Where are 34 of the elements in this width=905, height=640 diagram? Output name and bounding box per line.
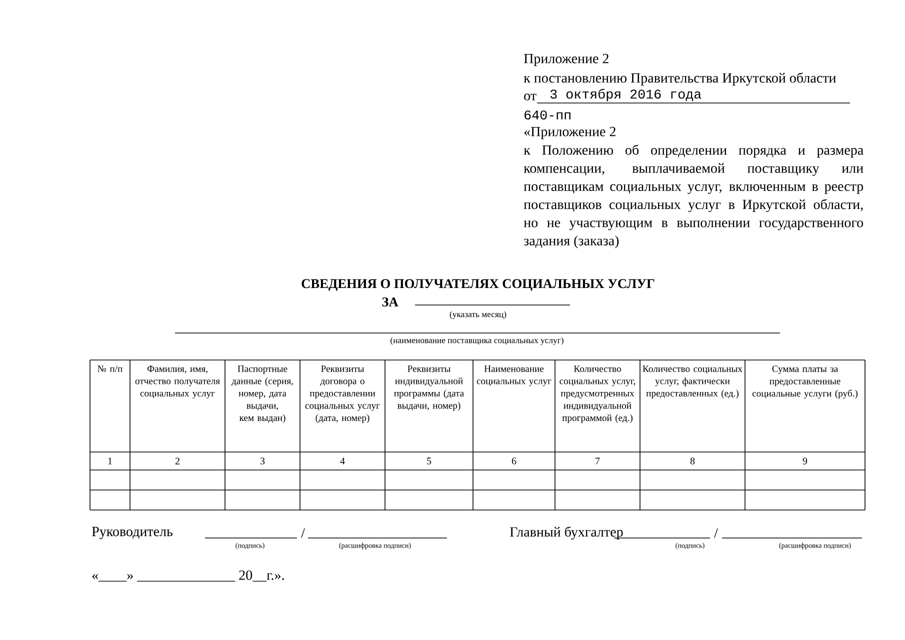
signature-label: Главный бухгалтер (510, 526, 623, 540)
annex-text: от (524, 94, 536, 100)
field-caption: (наименование поставщика социальных услуг) (390, 337, 564, 345)
column-number: 2 (175, 458, 180, 464)
date-text: 3 октября 2016 года (550, 88, 702, 102)
field-caption: (указать месяц) (450, 311, 506, 319)
annex-heading: Приложение 2 (524, 54, 608, 66)
annex-paragraph: к Положению об определении порядка и размера компенсации, выплачиваемой поставщику или поставщикам социальных услуг, включенным в реестр поставщиков социальных услуг в Иркутской области, но не участвующим в выполнении государственного задания (заказа) (524, 144, 864, 248)
date-line-text: «____» ______________ 20__г.». (92, 570, 284, 582)
column-header: Количество социальных услуг, фактически предоставленных (ед.) (642, 366, 742, 398)
annex-heading: «Приложение 2 (524, 126, 616, 140)
column-header: Количество социальных услуг, предусмотренных индивидуальной программой (ед.) (560, 366, 636, 423)
slash: / (301, 528, 305, 538)
column-number: 9 (802, 458, 808, 464)
number-text: 640-пп (524, 110, 570, 120)
column-number: 6 (512, 458, 516, 464)
column-header: № п/п (98, 366, 122, 372)
column-number: 8 (690, 458, 695, 464)
form-title: СВЕДЕНИЯ О ПОЛУЧАТЕЛЯХ СОЦИАЛЬНЫХ УСЛУГ (302, 279, 654, 291)
signature-label: Руководитель (92, 526, 172, 540)
annex-text: к постановлению Правительства Иркутской области (524, 72, 836, 86)
column-header: Реквизиты индивидуальной программы (дата выдачи, номер) (394, 366, 464, 411)
period-label: ЗА (382, 298, 398, 306)
column-number: 1 (108, 458, 112, 464)
column-header: Реквизиты договора о предоставлении социальных услуг (дата, номер) (305, 366, 380, 423)
slash: / (714, 528, 718, 538)
column-number: 4 (340, 458, 345, 464)
column-header: Сумма платы за предоставленные социальные услуги (руб.) (752, 366, 858, 399)
column-header: Паспортные данные (серия, номер, дата выдачи, кем выдан) (232, 366, 293, 423)
column-number: 7 (596, 458, 600, 464)
column-number: 3 (260, 458, 265, 464)
column-number: 5 (427, 458, 432, 464)
column-header: Наименование социальных услуг (476, 366, 552, 386)
column-header: Фамилия, имя, отчество получателя социальных услуг (135, 366, 220, 398)
